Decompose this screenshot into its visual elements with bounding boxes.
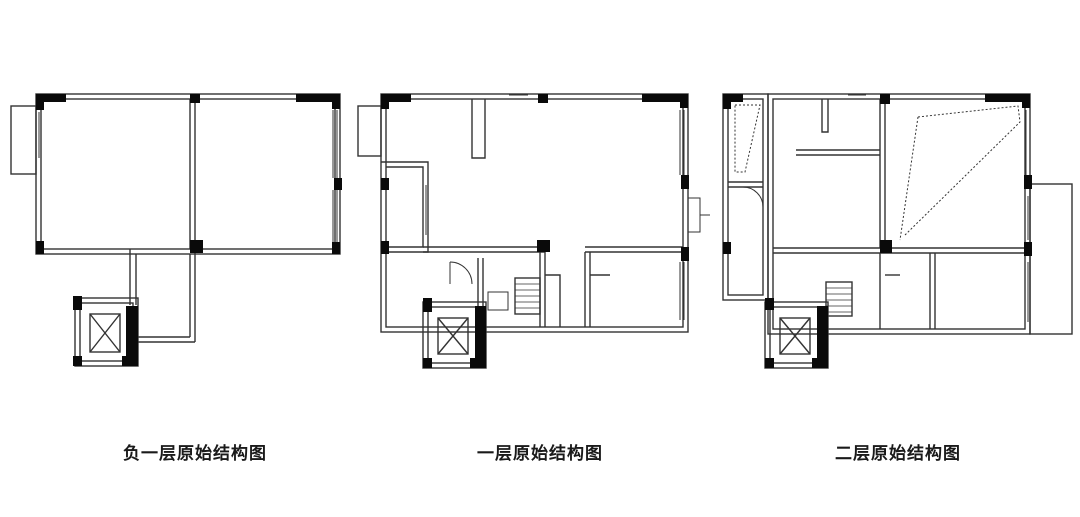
first-floor-plan — [357, 93, 710, 369]
basement-outer-walls — [35, 93, 341, 255]
basement-bay-window — [10, 105, 40, 175]
basement-corridor-walls — [129, 249, 196, 343]
basement-right-windows — [332, 110, 338, 242]
first-floor-columns — [381, 94, 689, 368]
basement-floor-plan — [10, 93, 342, 367]
second-floor-slope-line — [734, 104, 1021, 241]
second-floor-plan — [722, 93, 1073, 369]
first-floor-right-windows — [425, 94, 710, 320]
first-floor-caption: 一层原始结构图 — [477, 444, 603, 464]
basement-interior-wall — [189, 99, 196, 249]
second-floor-left-wing — [722, 93, 769, 301]
first-floor-left-bay-window — [357, 105, 382, 157]
second-floor-right-bay — [848, 94, 1073, 335]
first-floor-elevator-core — [422, 301, 487, 369]
first-floor-interior-walls — [381, 99, 683, 327]
second-floor-columns — [723, 94, 1032, 368]
second-floor-caption: 二层原始结构图 — [835, 444, 961, 464]
basement-columns — [36, 94, 342, 366]
basement-caption: 负一层原始结构图 — [123, 444, 267, 464]
second-floor-interior-walls — [773, 99, 1025, 329]
basement-elevator-core — [74, 297, 139, 367]
second-floor-outer-walls — [767, 93, 1031, 335]
